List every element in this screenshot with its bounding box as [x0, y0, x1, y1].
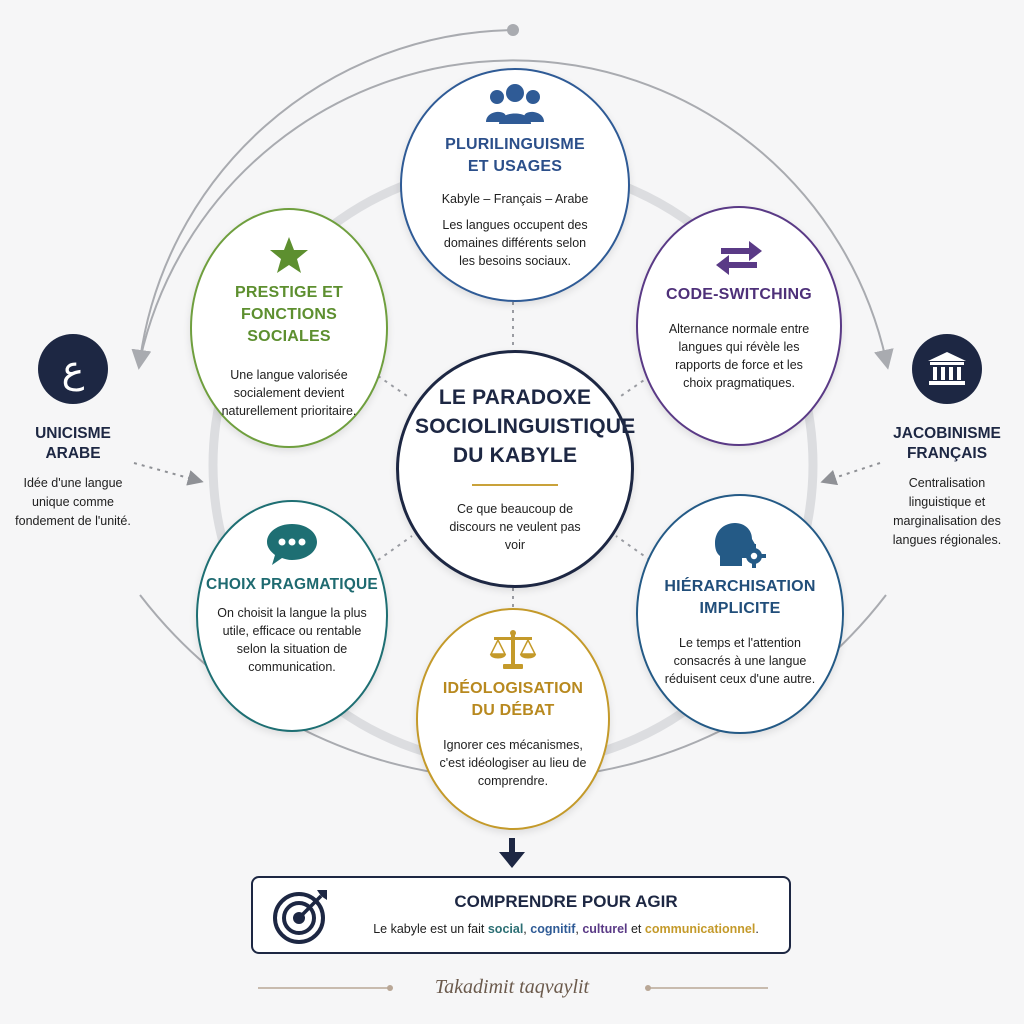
- node-codeswitching: CODE-SWITCHING Alternance normale entre …: [636, 206, 842, 446]
- node-choix-pragmatique: CHOIX PRAGMATIQUE On choisit la langue l…: [196, 500, 388, 732]
- footer-signature: Takadimit taqvaylit: [434, 976, 590, 998]
- left-side-arrow: [133, 462, 204, 486]
- ideologisation-title: IDÉOLOGISATION DU DÉBAT: [442, 680, 584, 719]
- users-icon: [486, 82, 544, 126]
- down-arrow: [499, 838, 525, 868]
- prestige-description: Une langue valorisée socialement devient…: [221, 368, 357, 418]
- statement-suffix: .: [755, 922, 759, 936]
- codeswitching-title: CODE-SWITCHING: [666, 286, 812, 303]
- statement-sep-3: et: [627, 922, 645, 936]
- unicisme-title: UNICISME ARABE: [35, 425, 111, 462]
- plurilinguisme-languages: Kabyle – Français – Arabe: [441, 192, 589, 206]
- target-icon: [273, 888, 329, 949]
- ideologisation-description: Ignorer ces mécanismes, c'est idéologise…: [439, 738, 587, 788]
- scales-icon: [489, 630, 537, 670]
- center-connectors: [377, 302, 651, 608]
- center-divider: [472, 484, 558, 486]
- center-title: LE PARADOXE SOCIOLINGUISTIQUE DU KABYLE: [415, 386, 636, 467]
- choix-description: On choisit la langue la plus utile, effi…: [217, 606, 367, 674]
- choix-title: CHOIX PRAGMATIQUE: [206, 576, 378, 593]
- hierarchisation-description: Le temps et l'attention consacrés à une …: [664, 636, 816, 686]
- right-side-arrow: [820, 462, 881, 486]
- institution-icon: [912, 334, 982, 404]
- unicisme-description: Idée d'une langue unique comme fondement…: [15, 476, 131, 528]
- node-center: LE PARADOXE SOCIOLINGUISTIQUE DU KABYLE …: [396, 350, 636, 588]
- jacobinisme-title: JACOBINISME FRANÇAIS: [893, 425, 1001, 462]
- head-gear-icon: [714, 522, 766, 568]
- side-jacobinisme-francais: JACOBINISME FRANÇAIS Centralisation ling…: [866, 334, 1024, 550]
- keyword-communicationnel: communicationnel: [644, 922, 756, 936]
- keyword-social: social: [487, 922, 524, 936]
- prestige-title: PRESTIGE ET FONCTIONS SOCIALES: [235, 284, 343, 345]
- outer-arc-top-left-head: [131, 29, 514, 370]
- keyword-cognitif: cognitif: [530, 922, 576, 936]
- statement-sep-2: ,: [575, 922, 583, 936]
- codeswitching-description: Alternance normale entre langues qui rév…: [668, 322, 810, 390]
- node-prestige: PRESTIGE ET FONCTIONS SOCIALES Une langu…: [190, 208, 388, 448]
- arabic-letter-icon: ع: [38, 334, 108, 404]
- arrows-exchange-icon: [715, 240, 763, 276]
- plurilinguisme-description: Les langues occupent des domaines différ…: [442, 218, 588, 268]
- node-ideologisation: IDÉOLOGISATION DU DÉBAT Ignorer ces méca…: [416, 608, 610, 830]
- bottom-title: COMPRENDRE POUR AGIR: [454, 892, 678, 911]
- hierarchisation-title: HIÉRARCHISATION IMPLICITE: [664, 578, 816, 617]
- node-plurilinguisme: PLURILINGUISME ET USAGES Kabyle – França…: [400, 68, 630, 302]
- side-unicisme-arabe: ع UNICISME ARABE Idée d'une langue uniqu…: [0, 334, 146, 531]
- star-icon: [269, 236, 309, 274]
- node-hierarchisation: HIÉRARCHISATION IMPLICITE Le temps et l'…: [636, 494, 844, 734]
- arabic-glyph: ع: [61, 347, 85, 391]
- jacobinisme-description: Centralisation linguistique et marginali…: [892, 476, 1002, 547]
- statement-sep-1: ,: [523, 922, 531, 936]
- center-subtitle: Ce que beaucoup de discours ne veulent p…: [449, 502, 581, 552]
- keyword-culturel: culturel: [582, 922, 628, 936]
- plurilinguisme-title: PLURILINGUISME ET USAGES: [445, 136, 585, 175]
- statement-prefix: Le kabyle est un fait: [373, 922, 488, 936]
- chat-bubble-icon: [266, 522, 318, 566]
- bottom-statement: Le kabyle est un fait social, cognitif, …: [353, 922, 779, 936]
- outer-arc-top-dot: [507, 24, 519, 36]
- outer-arc-top: [139, 59, 894, 370]
- comprendre-pour-agir-box: COMPRENDRE POUR AGIR Le kabyle est un fa…: [251, 876, 791, 954]
